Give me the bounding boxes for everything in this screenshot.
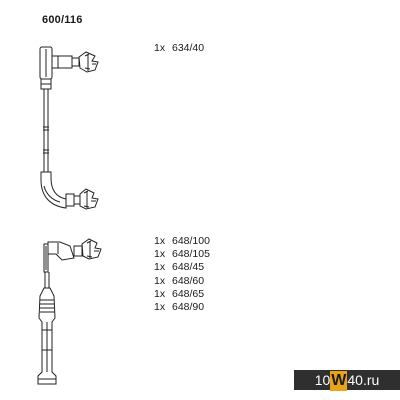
part-quantity: 1x (154, 235, 166, 247)
parts-list-lower: 1x 648/100 1x 648/105 1x 648/45 1x 648/60 1x… (154, 235, 210, 314)
part-code: 648/90 (172, 301, 205, 314)
part-code: 648/60 (172, 274, 205, 287)
list-item: 1x 648/90 (154, 301, 210, 314)
part-code: 648/45 (172, 261, 205, 274)
list-item: 1x 648/60 (154, 275, 210, 288)
list-item: 1x 634/40 (154, 42, 204, 55)
list-item: 1x 648/65 (154, 288, 210, 301)
part-quantity: 1x (154, 248, 166, 261)
part-quantity: 1x (154, 261, 166, 274)
list-item: 1x 648/45 (154, 261, 210, 274)
part-quantity: 1x (154, 287, 166, 300)
part-code: 648/65 (172, 287, 205, 300)
logo-text-left: 10 (314, 372, 331, 388)
part-code: 634/40 (172, 42, 205, 54)
kit-number: 600/116 (42, 14, 83, 26)
part-code: 648/100 (172, 235, 210, 247)
list-item: 1x 648/100 (154, 235, 210, 248)
upper-cable-drawing (39, 46, 99, 210)
parts-list-upper: 1x 634/40 (154, 42, 204, 55)
watermark-logo: 10W40.ru (294, 370, 400, 391)
logo-text-right: 40.ru (347, 372, 380, 388)
lower-cable-drawing (37, 238, 102, 385)
part-quantity: 1x (154, 301, 166, 314)
part-code: 648/105 (172, 248, 210, 261)
part-quantity: 1x (154, 42, 166, 54)
logo-text-middle: W (330, 371, 348, 391)
list-item: 1x 648/105 (154, 248, 210, 261)
part-quantity: 1x (154, 274, 166, 287)
